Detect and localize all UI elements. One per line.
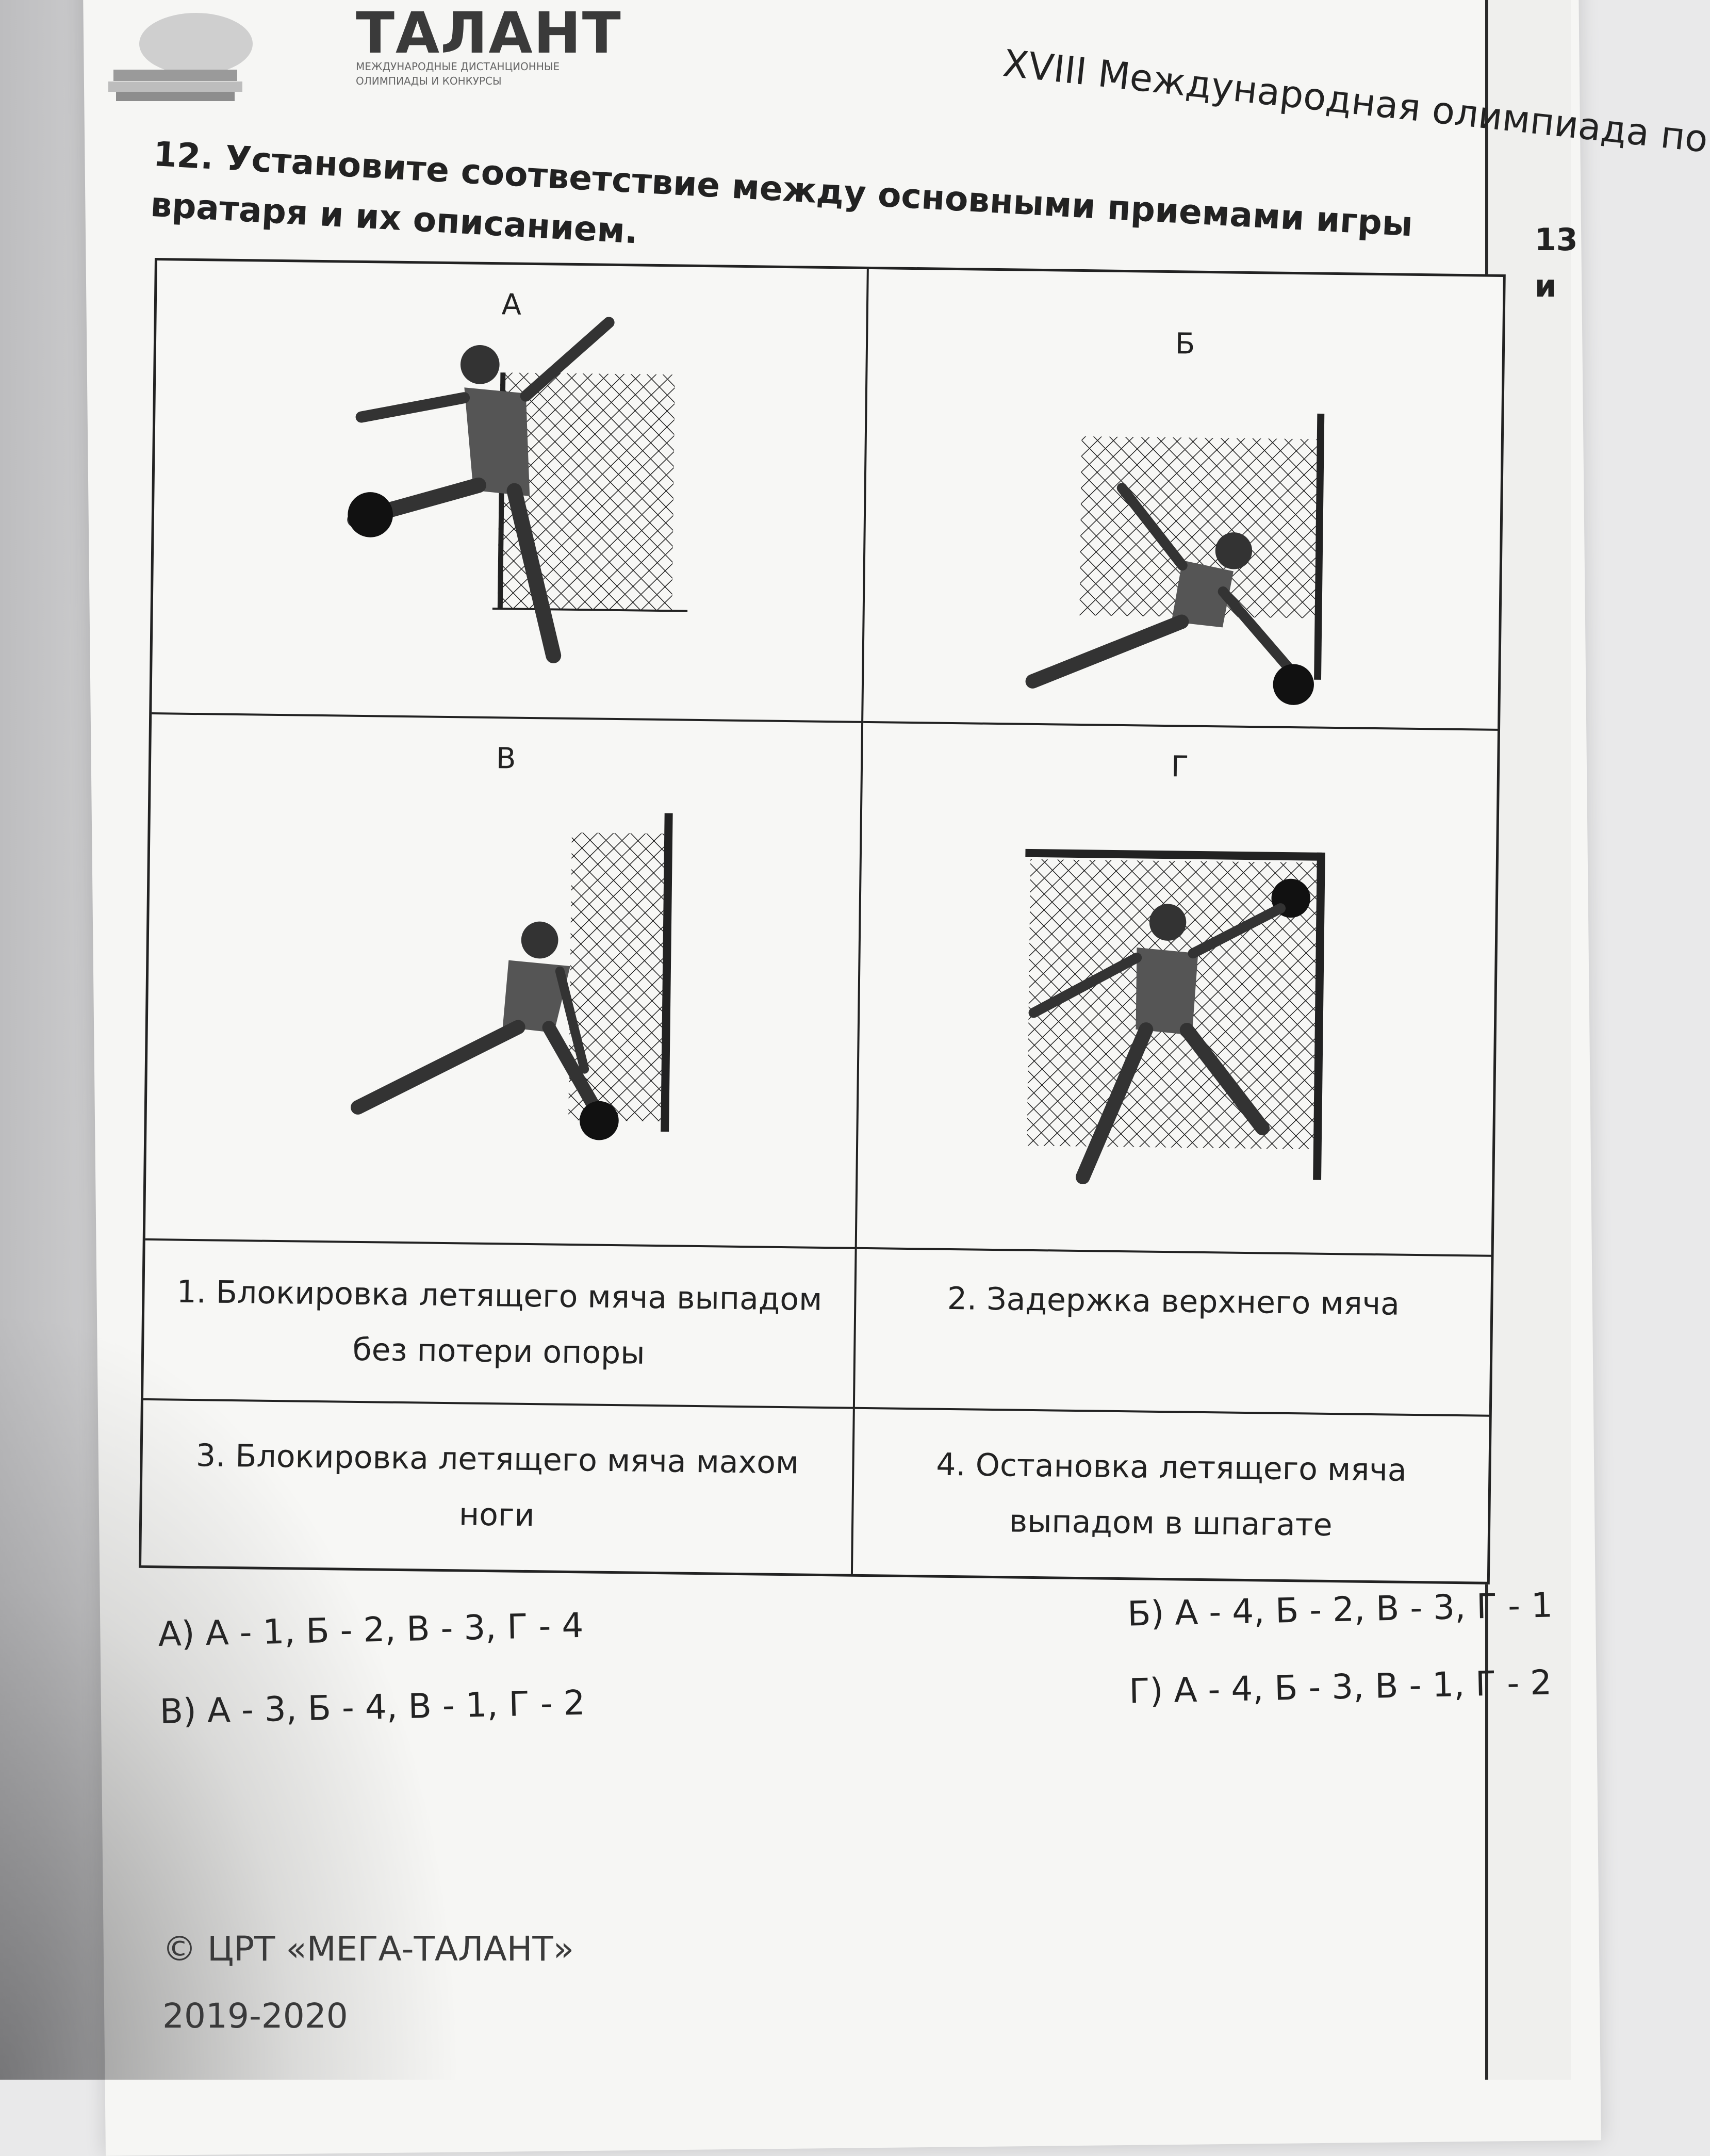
figure-cell-v: В <box>145 714 864 1249</box>
goalkeeper-high-catch-illustration <box>1025 848 1325 1185</box>
goalkeeper-kick-illustration <box>347 317 688 663</box>
photo-shadow <box>0 1306 464 2080</box>
answer-option-b[interactable]: Б) А - 4, Б - 2, В - 3, Г - 1 <box>1127 1585 1553 1634</box>
logo-name: ТАЛАНТ <box>356 0 622 66</box>
description-2: 2. Задержка верхнего мяча <box>854 1249 1491 1417</box>
goalkeeper-split-save-illustration <box>1025 413 1325 705</box>
figure-cell-g: Г <box>857 723 1498 1257</box>
elephant-books-logo-icon <box>108 13 253 101</box>
figure-cell-a: А <box>152 260 869 723</box>
goalkeeper-lunge-block-illustration <box>351 813 673 1140</box>
next-page-fragment: и <box>1535 268 1557 304</box>
matching-table: А Б <box>138 258 1506 1585</box>
logo-subtitle: МЕЖДУНАРОДНЫЕ ДИСТАНЦИОННЫЕ ОЛИМПИАДЫ И … <box>356 60 560 87</box>
next-page-fragment: 13 <box>1535 222 1578 258</box>
figure-cell-b: Б <box>863 269 1503 731</box>
description-4: 4. Остановка летящего мяча выпадом в шпа… <box>935 1446 1407 1544</box>
